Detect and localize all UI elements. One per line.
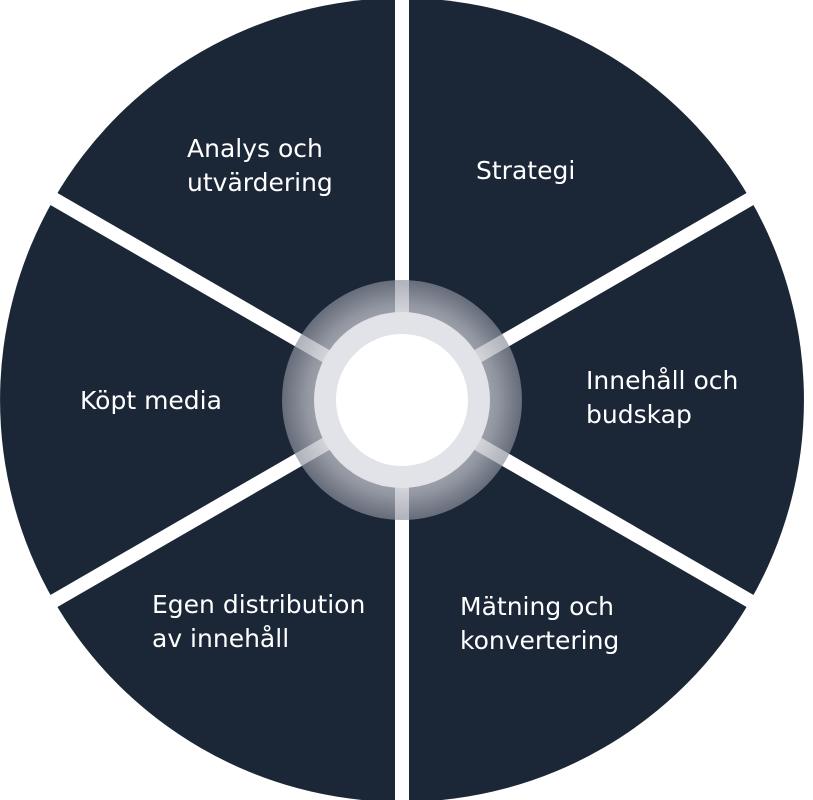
label-strategi: Strategi xyxy=(476,156,576,185)
segment-innehall xyxy=(402,199,804,601)
segment-strategi xyxy=(402,0,751,400)
segment-analys xyxy=(53,0,402,400)
segment-matning xyxy=(402,400,751,800)
center-hub xyxy=(336,334,468,466)
segment-kopt xyxy=(0,199,403,601)
segment-egen xyxy=(53,400,402,800)
label-kopt-media: Köpt media xyxy=(80,386,222,415)
label-innehall: Innehåll och budskap xyxy=(586,366,739,429)
label-egen-distribution: Egen distribution av innehåll xyxy=(152,590,366,653)
label-analys: Analys och utvärdering xyxy=(187,134,333,197)
label-matning: Mätning och konvertering xyxy=(460,592,620,655)
